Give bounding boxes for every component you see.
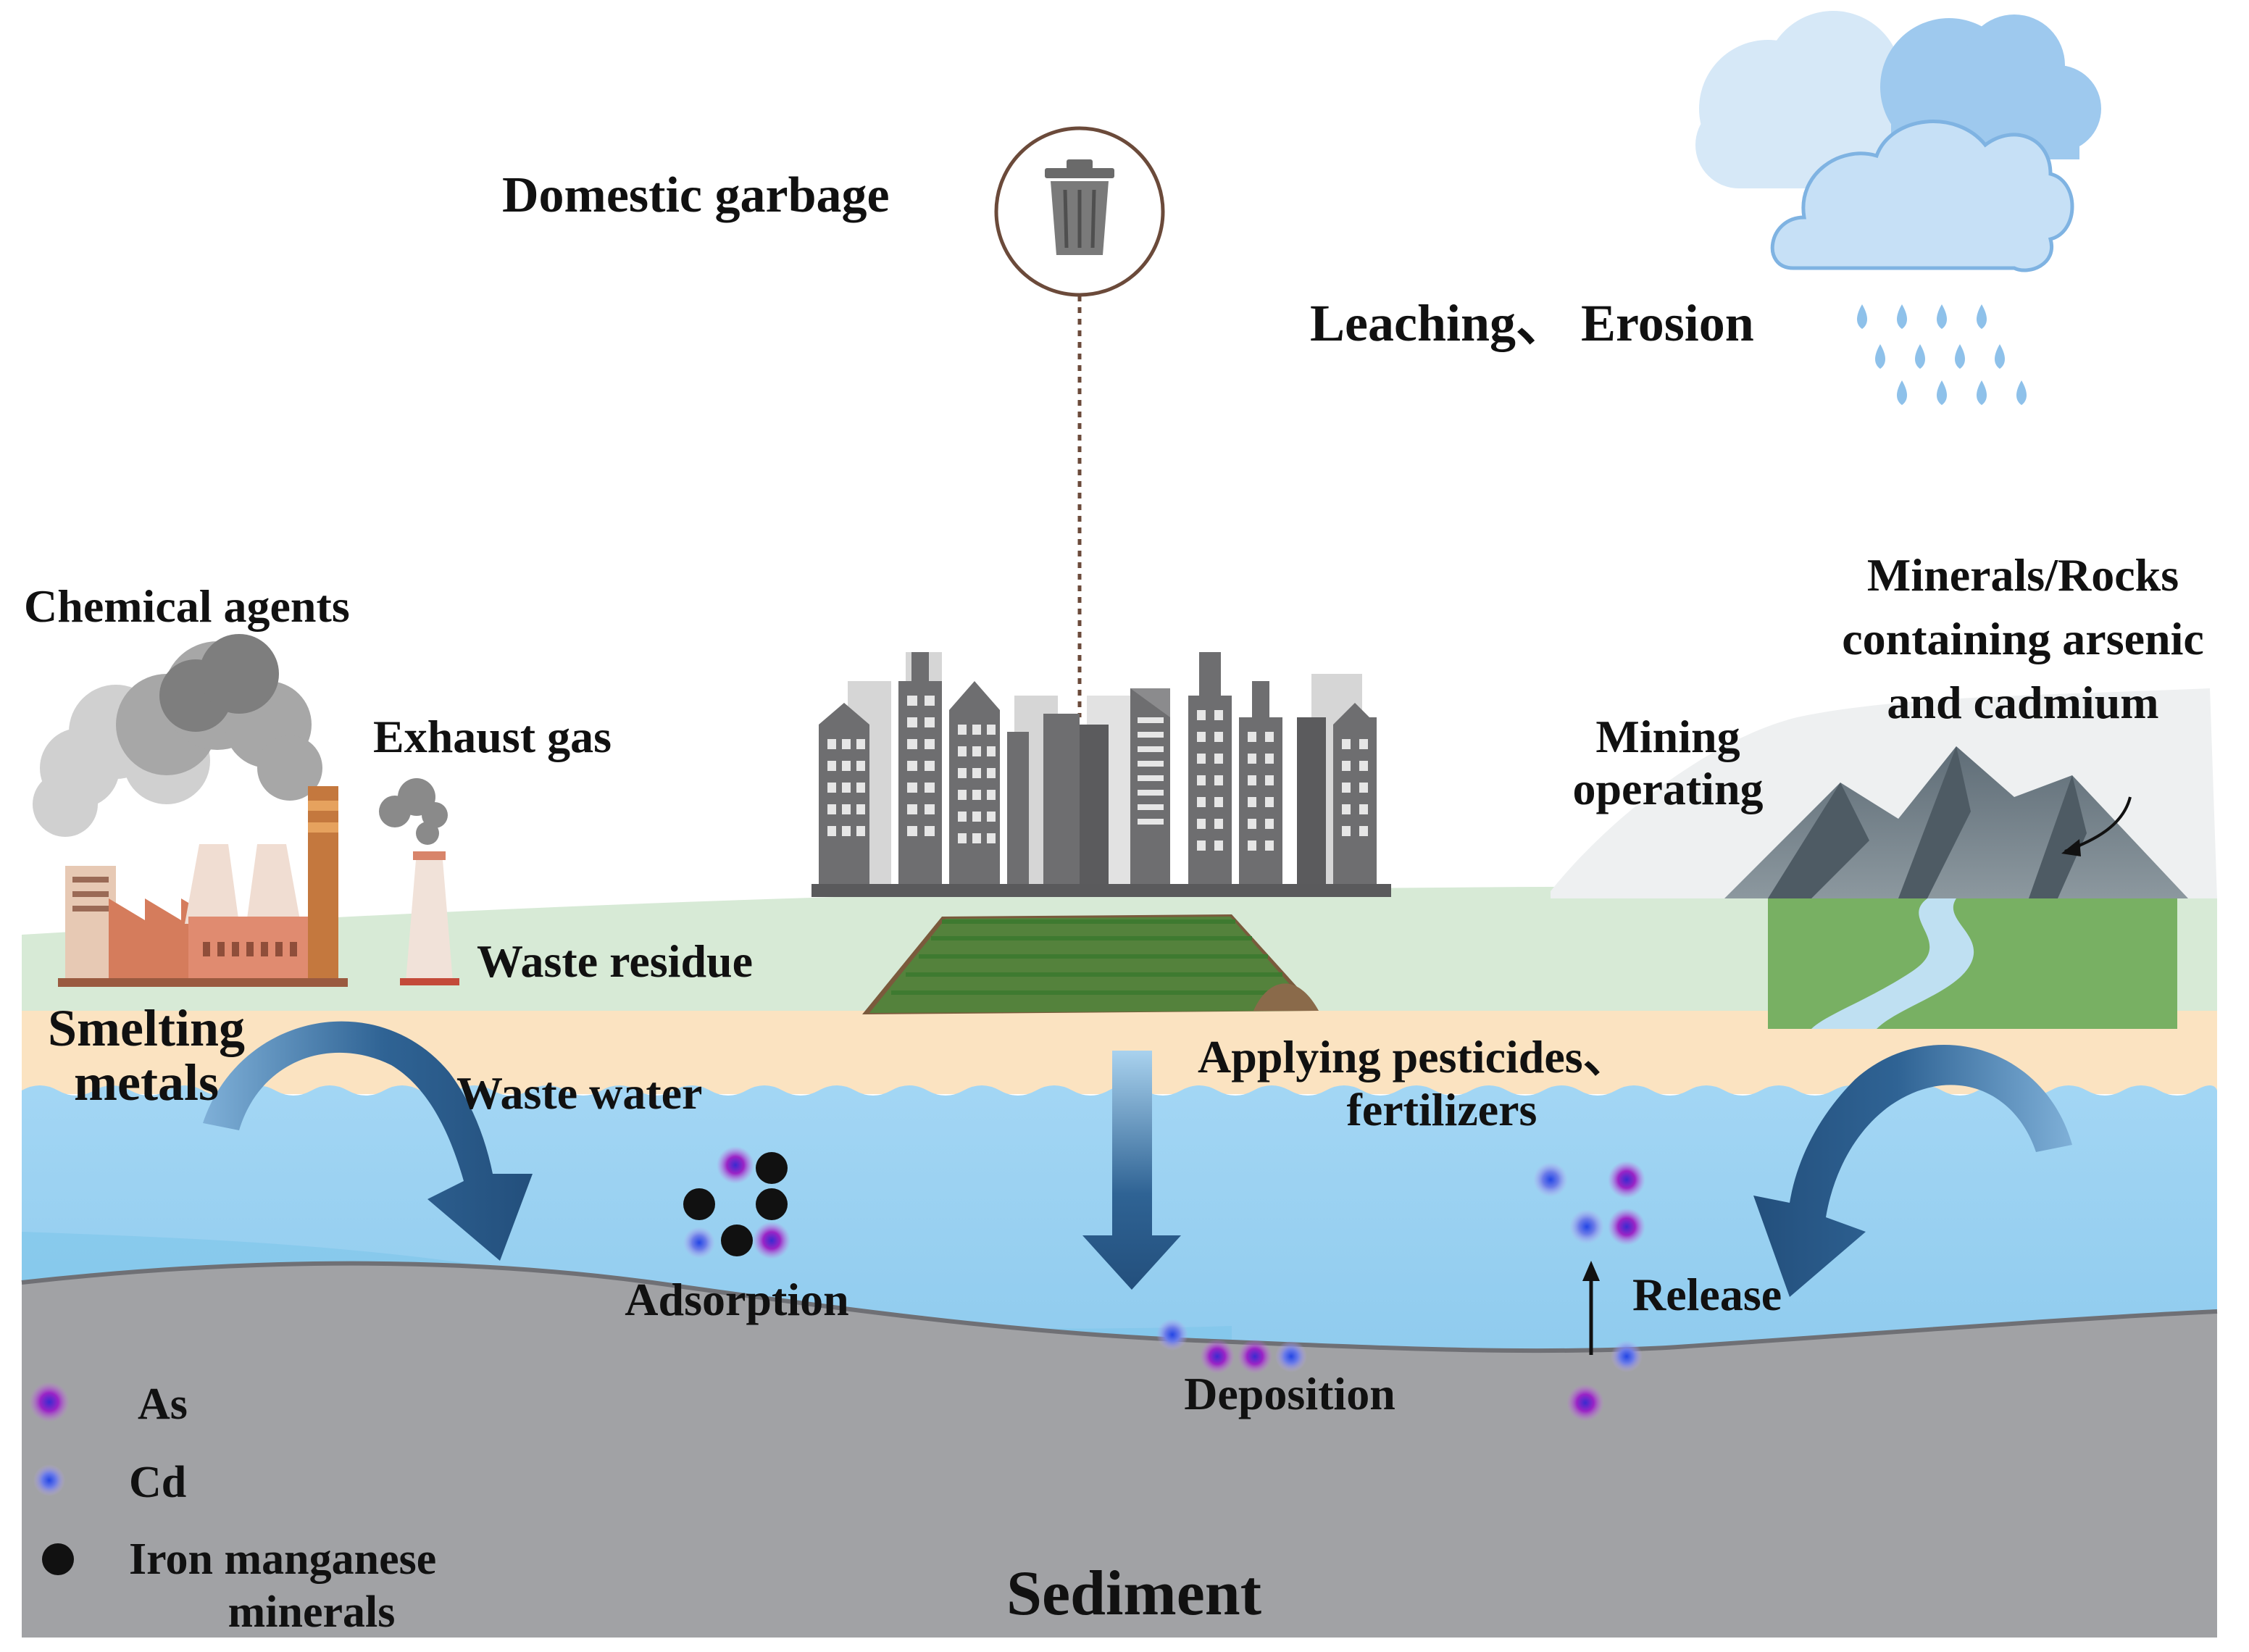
legend-iron-manganese-label-line1: Iron manganese [129,1535,436,1584]
as-particle [1200,1339,1235,1374]
as-particle [717,1146,754,1184]
deposition-label: Deposition [1184,1368,1395,1419]
legend-cd-label: Cd [129,1458,186,1507]
as-particle [1608,1208,1645,1246]
city-buildings-icon [811,652,1391,897]
chemical-agents-label: Chemical agents [24,580,350,632]
raindrops-icon [1857,304,2027,405]
smelting-metals-label-line2: metals [74,1054,219,1111]
cd-particle [683,1227,715,1259]
iron-manganese-particle [756,1188,788,1220]
legend-cd-swatch [33,1464,65,1496]
applying-pesticides-label-line2: fertilizers [1347,1084,1537,1135]
deposition-arrow [1082,1051,1181,1290]
minerals-rocks-label-line2: containing arsenic [1842,613,2204,664]
adsorption-label: Adsorption [625,1274,848,1325]
applying-pesticides-label-line1: Applying pesticides、 [1198,1031,1630,1082]
exhaust-chimney-icon [379,778,459,985]
deposition-particle-cluster [1156,1319,1307,1374]
as-particle [1238,1339,1272,1374]
leaching-erosion-label: Leaching、 Erosion [1310,294,1754,352]
iron-manganese-particle [721,1225,753,1256]
legend: As Cd Iron manganese minerals [29,1380,436,1637]
cd-particle [1611,1340,1643,1372]
smelting-metals-label-line1: Smelting [48,999,245,1057]
minerals-rocks-label-line3: and cadmium [1887,677,2158,728]
as-particle [1566,1384,1604,1422]
legend-iron-manganese-label-line2: minerals [228,1588,396,1637]
release-particle-cluster [1533,1161,1645,1422]
legend-as-label: As [138,1380,188,1429]
release-label: Release [1632,1269,1782,1320]
as-particle [1608,1161,1645,1198]
cd-particle [1533,1162,1568,1197]
factory-icon [58,786,348,987]
adsorption-particle-cluster [683,1146,790,1259]
legend-iron-manganese-swatch [42,1543,74,1575]
waste-water-arrow [203,1021,533,1261]
iron-manganese-particle [683,1188,715,1220]
iron-manganese-particle [756,1152,788,1184]
cd-particle [1156,1319,1188,1351]
river-valley-icon [1768,898,2177,1029]
trash-can-icon [1045,159,1114,255]
minerals-rocks-label-line1: Minerals/Rocks [1867,549,2179,601]
mining-operating-label-line2: operating [1572,763,1763,814]
curved-pointer-arrowhead [2061,839,2081,856]
release-arrow [1753,1044,2072,1297]
sediment-label: Sediment [1006,1559,1261,1629]
as-particle [753,1222,790,1259]
mountain-icon [1724,746,2188,898]
domestic-garbage-label: Domestic garbage [502,167,890,223]
sediment-layer [22,1263,2217,1638]
exhaust-gas-label: Exhaust gas [373,711,612,762]
farmland-icon [862,914,1319,1014]
cd-particle [1275,1340,1307,1372]
cd-particle [1569,1209,1604,1244]
release-up-arrowhead [1582,1261,1600,1281]
waste-residue-label: Waste residue [477,935,753,987]
rain-cloud-icon [1695,11,2101,272]
factory-smoke-icon [33,634,322,837]
legend-as-swatch [29,1382,70,1422]
waste-water-label: Waste water [456,1067,702,1119]
mining-operating-label-line1: Mining [1595,711,1740,762]
